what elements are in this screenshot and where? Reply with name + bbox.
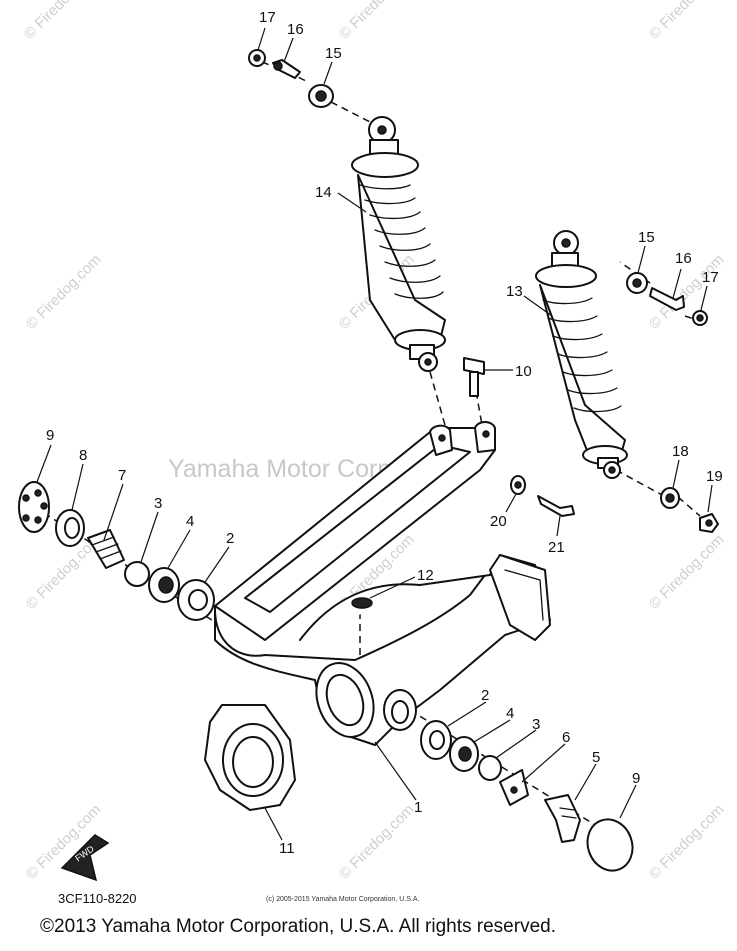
callout-18: 18: [672, 443, 689, 460]
callout-15-left: 15: [325, 45, 342, 62]
callout-5: 5: [592, 749, 600, 766]
callout-15-right: 15: [638, 229, 655, 246]
callout-8: 8: [79, 447, 87, 464]
callout-17-right: 17: [702, 269, 719, 286]
callout-11: 11: [279, 840, 295, 857]
pivot-parts-left: [18, 481, 215, 621]
callout-3-right: 3: [532, 716, 540, 733]
site-watermark: © Firedog.com: [646, 531, 728, 613]
site-watermark: © Firedog.com: [21, 0, 103, 43]
callout-20: 20: [490, 513, 507, 530]
callout-17-left: 17: [259, 9, 276, 26]
callout-12: 12: [417, 567, 434, 584]
site-watermark: © Firedog.com: [23, 251, 105, 333]
hardware-top-left: [248, 49, 334, 108]
callout-3-left: 3: [154, 495, 162, 512]
chain-cover: [204, 704, 296, 811]
swingarm: [213, 357, 575, 746]
callout-2-right: 2: [481, 687, 489, 704]
site-watermark: © Firedog.com: [646, 0, 728, 43]
leader-lines: [36, 27, 713, 841]
site-watermark: © Firedog.com: [336, 801, 418, 883]
callout-10: 10: [515, 363, 532, 380]
callout-14: 14: [315, 184, 332, 201]
hardware-right: [626, 272, 719, 533]
site-watermark: © Firedog.com: [646, 801, 728, 883]
site-watermark: © Firedog.com: [336, 0, 418, 43]
shock-absorber-right: [535, 230, 628, 479]
shock-absorber-left: [351, 116, 446, 372]
callout-1: 1: [414, 799, 422, 816]
callouts: 17 16 15 14 15 16 17 13 10 9 8 7 3 4 2 1…: [46, 9, 723, 857]
callout-21: 21: [548, 539, 565, 556]
part-code: 3CF110-8220: [58, 891, 137, 906]
callout-9-right: 9: [632, 770, 640, 787]
callout-2-left: 2: [226, 530, 234, 547]
callout-13: 13: [506, 283, 523, 300]
callout-16-right: 16: [675, 250, 692, 267]
callout-19: 19: [706, 468, 723, 485]
callout-9-left: 9: [46, 427, 54, 444]
callout-7: 7: [118, 467, 126, 484]
callout-6: 6: [562, 729, 570, 746]
callout-4-right: 4: [506, 705, 514, 722]
copyright-small: (c) 2005-2015 Yamaha Motor Corporation, …: [266, 896, 420, 903]
callout-16-left: 16: [287, 21, 304, 38]
copyright-main: ©2013 Yamaha Motor Corporation, U.S.A. A…: [40, 916, 556, 937]
callout-4-left: 4: [186, 513, 194, 530]
pivot-parts-right: [420, 720, 634, 872]
